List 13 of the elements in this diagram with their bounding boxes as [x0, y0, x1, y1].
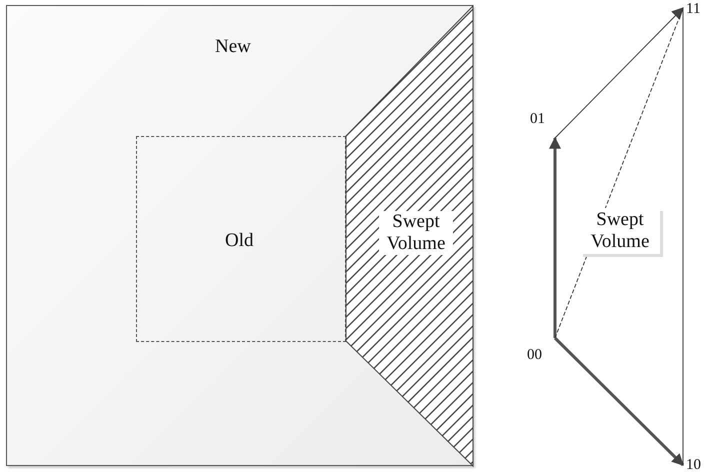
region-label: Swept Volume: [379, 211, 453, 255]
region-label: New: [215, 36, 251, 58]
new-region-box: [6, 5, 473, 466]
region-label: Old: [225, 230, 254, 252]
vertex-label: 11: [686, 2, 700, 17]
vertex-label: 00: [527, 348, 542, 363]
connector-arrow: [554, 7, 684, 138]
swept-volume-region: [346, 6, 474, 467]
vertex-label: 01: [530, 112, 545, 127]
connector-line: [682, 8, 684, 466]
vertex-label: 10: [686, 458, 701, 472]
connector-arrow: [554, 336, 684, 466]
connector-arrow: [549, 136, 561, 338]
